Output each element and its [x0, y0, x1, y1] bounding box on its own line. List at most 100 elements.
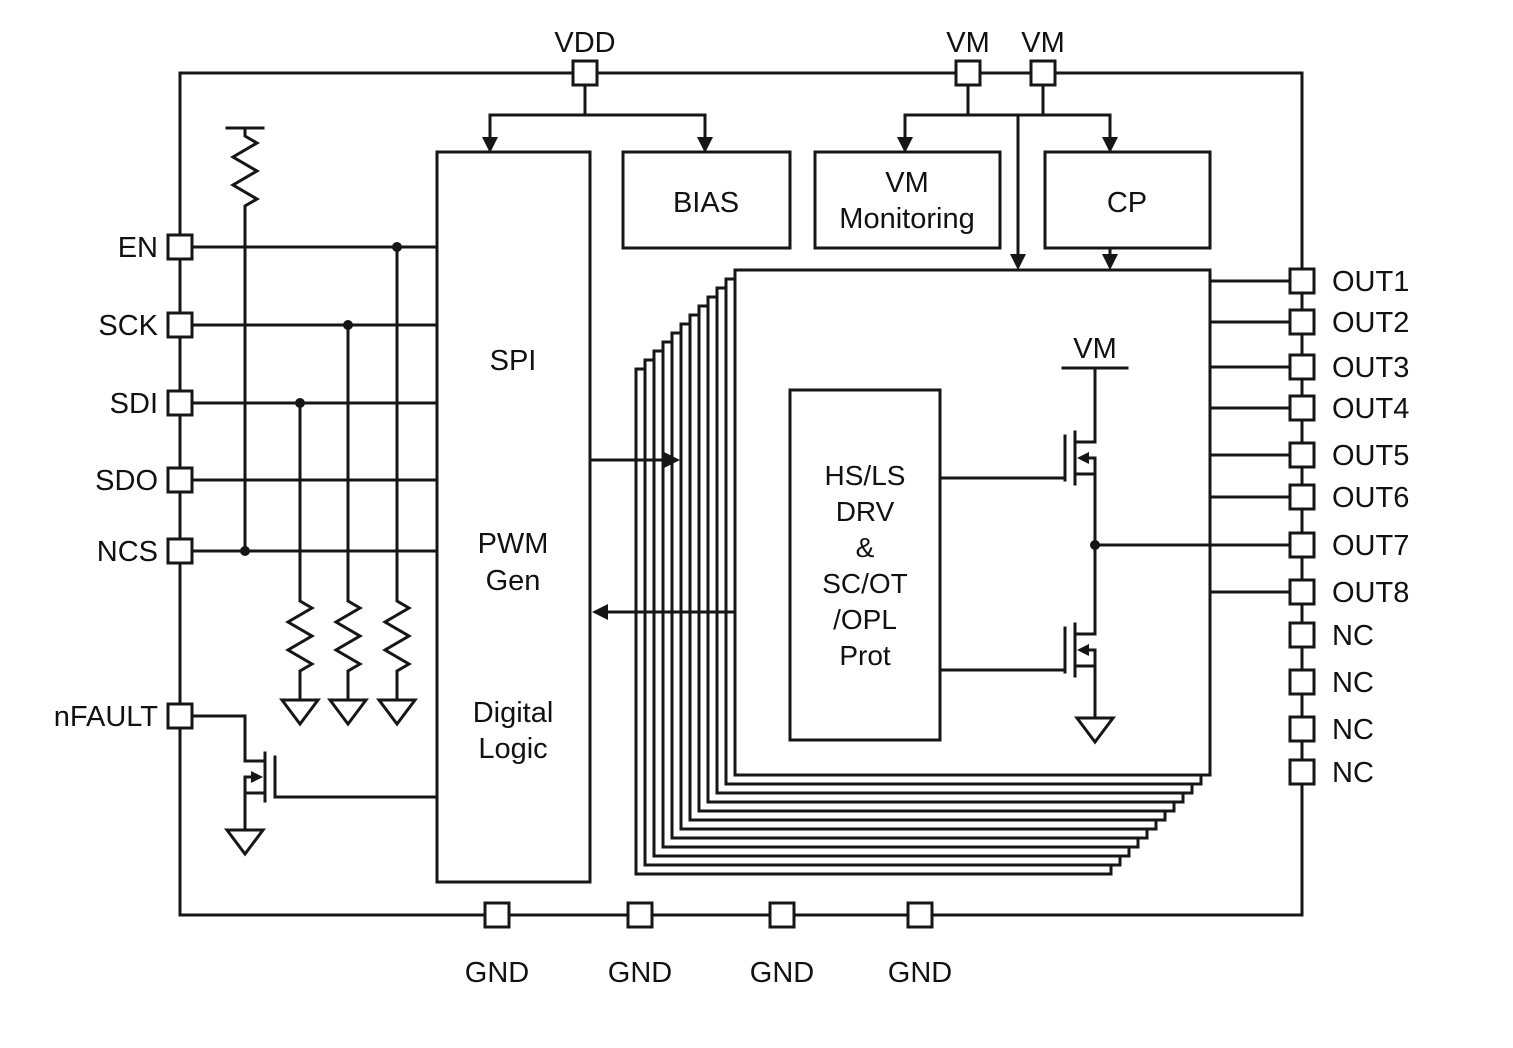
ground-icon: [376, 698, 418, 727]
arrow-down-icon: [1102, 254, 1118, 270]
pin-label-out8: OUT8: [1332, 577, 1409, 609]
pin-nfault: [166, 702, 194, 730]
pin-label-out1: OUT1: [1332, 266, 1409, 298]
ground-icon: [1074, 716, 1116, 745]
driver-label-line1: HS/LS: [825, 460, 906, 491]
pulldown-resistor-sdi: [279, 398, 321, 727]
pin-vdd: [571, 59, 599, 87]
arrow-down-icon: [897, 137, 913, 153]
ground-icon: [327, 698, 369, 727]
pin-label-out2: OUT2: [1332, 307, 1409, 339]
cp-block-label: CP: [1107, 187, 1147, 219]
high-side-mosfet: [938, 430, 1097, 547]
pin-label-out4: OUT4: [1332, 393, 1409, 425]
arrow-left-icon: [592, 604, 608, 620]
pin-label-vm-2: VM: [1021, 27, 1065, 59]
control-block-label-gen: Gen: [486, 565, 541, 597]
pin-squares: [166, 59, 1316, 929]
pin-label-gnd-1: GND: [465, 957, 529, 989]
driver-label-line3: &: [856, 532, 875, 563]
mosfet-body-arrow-icon: [1077, 452, 1089, 464]
mosfet-body-arrow-icon: [1077, 644, 1089, 656]
pin-label-nc-1: NC: [1332, 620, 1374, 652]
vm-monitoring-block-box: [813, 150, 1002, 250]
pin-label-out3: OUT3: [1332, 352, 1409, 384]
pin-label-nc-4: NC: [1332, 757, 1374, 789]
pin-out4: [1288, 394, 1316, 422]
pin-out6: [1288, 483, 1316, 511]
cp-output-arrow: [1102, 246, 1118, 270]
pin-gnd-2: [626, 901, 654, 929]
driver-label-line6: Prot: [839, 640, 891, 671]
pin-sdi: [166, 389, 194, 417]
pin-nc-4: [1288, 758, 1316, 786]
pin-label-sdi: SDI: [110, 388, 158, 420]
arrow-down-icon: [482, 137, 498, 153]
pin-nc-3: [1288, 715, 1316, 743]
cp-block-box: [1043, 150, 1212, 250]
control-block-label-spi: SPI: [490, 345, 537, 377]
junction-dot: [240, 546, 250, 556]
control-block-label-pwm: PWM: [478, 528, 549, 560]
vm-rail: [1061, 366, 1129, 444]
pin-out5: [1288, 441, 1316, 469]
spi-bridge-arrows: [588, 452, 737, 620]
arrow-down-icon: [697, 137, 713, 153]
pulldown-resistor-sck: [327, 320, 369, 727]
pin-en: [166, 233, 194, 261]
pin-out7: [1288, 531, 1316, 559]
pin-label-out7: OUT7: [1332, 530, 1409, 562]
driver-label-line5: /OPL: [833, 604, 897, 635]
pin-vm-1: [954, 59, 982, 87]
pin-label-gnd-2: GND: [608, 957, 672, 989]
bias-block-box: [621, 150, 792, 250]
control-block-label-logic: Logic: [478, 733, 547, 765]
pin-label-nfault: nFAULT: [54, 701, 159, 733]
pin-out2: [1288, 308, 1316, 336]
low-side-mosfet: [938, 543, 1116, 745]
pin-label-nc-3: NC: [1332, 714, 1374, 746]
pin-label-gnd-4: GND: [888, 957, 952, 989]
driver-label-line4: SC/OT: [822, 568, 908, 599]
pin-out3: [1288, 353, 1316, 381]
labels: VDD VM VM EN SCK SDI SDO NCS nFAULT OUT1…: [54, 27, 1410, 989]
pin-label-out5: OUT5: [1332, 440, 1409, 472]
pullup-resistor: [225, 126, 265, 556]
driver-block-box: [788, 388, 942, 742]
mosfet-body-arrow-icon: [251, 771, 263, 783]
control-block-label-digital: Digital: [473, 697, 554, 729]
arrow-down-icon: [1102, 137, 1118, 153]
pin-label-nc-2: NC: [1332, 667, 1374, 699]
pin-sdo: [166, 466, 194, 494]
pin-out1: [1288, 267, 1316, 295]
pin-gnd-3: [768, 901, 796, 929]
driver-label-line2: DRV: [836, 496, 895, 527]
pin-label-out6: OUT6: [1332, 482, 1409, 514]
vm-monitoring-label-line1: VM: [885, 167, 929, 199]
pin-sck: [166, 311, 194, 339]
pin-label-ncs: NCS: [97, 536, 158, 568]
arrow-right-icon: [664, 452, 680, 468]
vm-rail-label: VM: [1073, 333, 1117, 365]
nfault-mosfet: [190, 714, 439, 857]
pin-label-sdo: SDO: [95, 465, 158, 497]
vdd-routing: [482, 83, 713, 153]
pin-label-gnd-3: GND: [750, 957, 814, 989]
control-block-box: [435, 150, 592, 884]
arrow-down-icon: [1010, 254, 1026, 270]
pin-nc-1: [1288, 621, 1316, 649]
vm-routing: [897, 83, 1118, 270]
pin-out8: [1288, 578, 1316, 606]
pin-vm-2: [1029, 59, 1057, 87]
pin-gnd-1: [483, 901, 511, 929]
pin-nc-2: [1288, 668, 1316, 696]
vm-monitoring-label-line2: Monitoring: [839, 203, 974, 235]
pin-label-en: EN: [118, 232, 158, 264]
pin-ncs: [166, 537, 194, 565]
bias-block-label: BIAS: [673, 187, 739, 219]
pin-label-sck: SCK: [98, 310, 158, 342]
ground-icon: [279, 698, 321, 727]
output-wires: [1090, 279, 1292, 594]
pin-label-vm-1: VM: [946, 27, 990, 59]
